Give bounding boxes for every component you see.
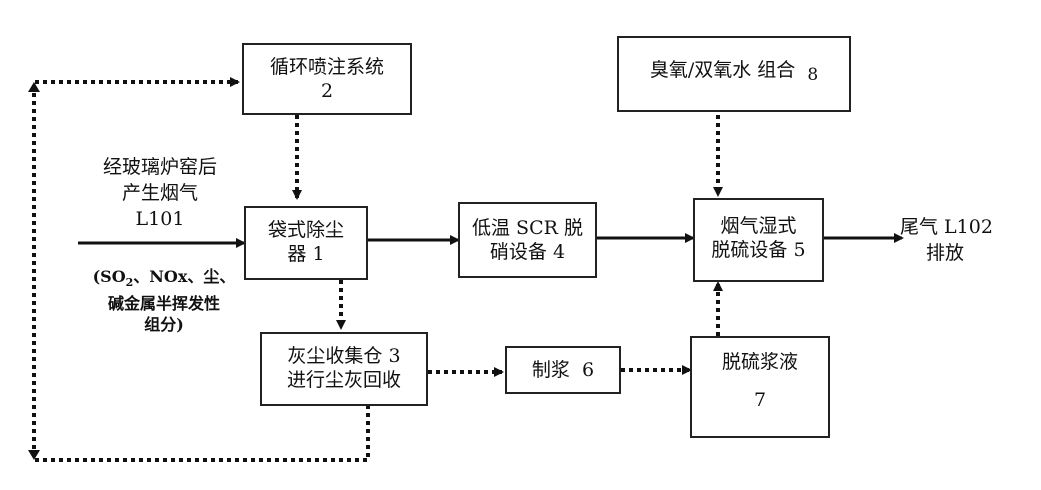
scr-denitration-label: 低温 SCR 脱 [472,217,583,239]
outlet-line-2: 排放 [926,242,965,264]
dust-bin-box: 灰尘收集仓 3 进行尘灰回收 [260,332,428,406]
bag-filter-box: 袋式除尘 器 1 [244,206,368,280]
inlet-line-3: L101 [135,208,185,230]
scr-denitration-number: 硝设备 4 [489,241,566,263]
wet-desulfurization-label: 烟气湿式 [720,215,797,237]
ozone-peroxide-number: 8 [807,65,819,85]
recycle-loop [32,77,370,462]
desulfurization-slurry-label: 脱硫浆液 [721,351,798,373]
ozone-peroxide-box: 臭氧/双氧水 组合 8 [617,36,851,112]
inlet-components-sub: 2 [125,276,134,290]
slurry-making-label: 制浆 6 [531,359,595,381]
bag-filter-number: 器 1 [287,243,325,265]
desulfurization-slurry-box: 脱硫浆液 7 [690,336,830,438]
inlet-line-1: 经玻璃炉窑后 [102,156,217,178]
injection-system-number: 2 [320,80,334,102]
dust-bin-label: 灰尘收集仓 3 [287,345,401,367]
slurry-making-box: 制浆 6 [505,346,621,394]
inlet-components-line-2: 碱金属半挥发性 [107,294,220,314]
inlet-components-line-3: 组分) [144,315,184,335]
inlet-line-2: 产生烟气 [121,182,198,204]
inlet-components-rest: 、NOx、尘、 [133,267,236,286]
dust-bin-label-2: 进行尘灰回收 [286,369,401,391]
inlet-components: (SO2、NOx、尘、 碱金属半挥发性 组分) [74,266,254,335]
outlet-description: 尾气 L102 排放 [900,214,1030,266]
outlet-line-1: 尾气 L102 [900,216,993,238]
desulfurization-slurry-number: 7 [753,389,767,411]
inlet-components-line-1: (SO2、NOx、尘、 [74,266,254,293]
wet-desulfurization-box: 烟气湿式 脱硫设备 5 [693,198,824,282]
scr-denitration-box: 低温 SCR 脱 硝设备 4 [458,202,597,278]
injection-system-label: 循环喷注系统 [269,56,384,78]
inlet-components-so: (SO [92,267,126,286]
ozone-peroxide-label: 臭氧/双氧水 组合 [649,59,796,81]
inlet-description: 经玻璃炉窑后 产生烟气 L101 [70,154,250,232]
injection-system-box: 循环喷注系统 2 [242,43,412,115]
bag-filter-label: 袋式除尘 [267,219,344,241]
wet-desulfurization-number: 脱硫设备 5 [711,239,806,261]
